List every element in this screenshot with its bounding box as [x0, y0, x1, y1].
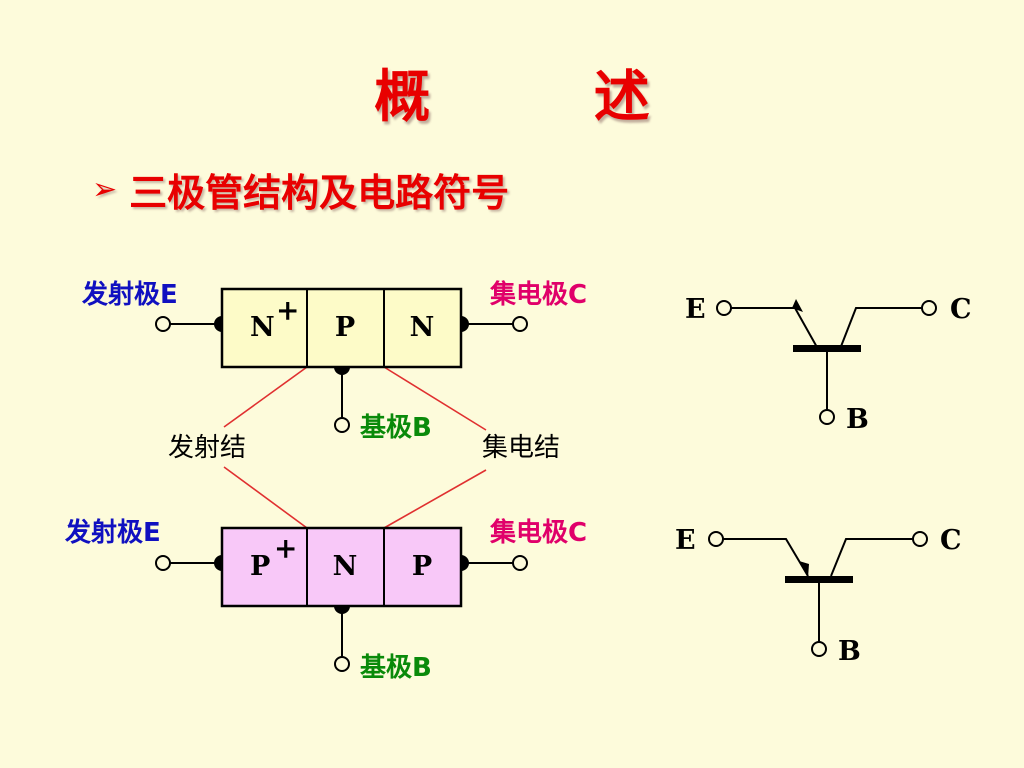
npn-symbol-base-bar — [793, 345, 861, 352]
pnp-base-label: 基极B — [360, 653, 432, 683]
pnp-symbol-e-terminal — [708, 531, 724, 547]
bullet-text: 三极管结构及电路符号 — [129, 170, 510, 215]
pnp-emitter-doping-sup: + — [274, 532, 297, 565]
collector-junction-line-upper — [383, 366, 487, 431]
pnp-symbol-c-terminal — [912, 531, 928, 547]
npn-symbol-b-terminal — [819, 409, 835, 425]
npn-transistor-symbol: E C B — [685, 294, 972, 435]
pnp-emitter-contact — [214, 555, 222, 571]
npn-base-terminal — [334, 417, 350, 433]
pnp-symbol-b-terminal — [811, 641, 827, 657]
npn-emitter-terminal — [155, 316, 171, 332]
npn-structure: 发射极E 集电极C N + P N 基极B 发射结 集电结 — [81, 279, 587, 463]
npn-emitter-doping-sup: + — [276, 294, 299, 327]
npn-symbol-b-label: B — [846, 404, 869, 435]
pnp-collector-contact — [461, 555, 469, 571]
pnp-symbol-collector-lead — [830, 538, 913, 577]
npn-collector-terminal — [512, 316, 528, 332]
npn-region-collector: N — [410, 312, 435, 343]
npn-symbol-e-terminal — [716, 300, 732, 316]
npn-symbol-emitter-arrow — [792, 299, 803, 312]
pnp-symbol-emitter-arrow — [799, 561, 809, 578]
pnp-region-base: N — [333, 551, 358, 582]
pnp-region-collector: P — [412, 551, 432, 582]
npn-emitter-label: 发射极E — [81, 279, 178, 310]
pnp-emitter-label: 发射极E — [64, 517, 161, 548]
pnp-collector-terminal — [512, 555, 528, 571]
pnp-symbol-b-label: B — [838, 636, 861, 667]
slide-title: 概 述 — [374, 65, 722, 130]
collector-junction-line-lower — [383, 469, 487, 529]
emitter-junction-label: 发射结 — [168, 433, 246, 463]
junction-lines — [223, 366, 487, 529]
pnp-collector-label: 集电极C — [489, 517, 587, 548]
npn-symbol-c-label: C — [950, 294, 972, 325]
npn-emitter-contact — [214, 316, 222, 332]
npn-base-label: 基极B — [360, 413, 432, 443]
npn-body — [220, 287, 463, 369]
pnp-region-emitter: P — [250, 551, 270, 582]
bullet-item: ➢ 三极管结构及电路符号 — [92, 164, 510, 215]
npn-collector-label: 集电极C — [489, 279, 587, 310]
pnp-symbol-base-bar — [785, 576, 853, 583]
pnp-symbol-e-label: E — [675, 525, 696, 556]
npn-region-emitter: N — [250, 312, 275, 343]
pnp-symbol-emitter-lead — [723, 538, 809, 577]
npn-symbol-e-label: E — [685, 294, 706, 325]
npn-symbol-emitter-lead — [731, 307, 819, 350]
collector-junction-label: 集电结 — [482, 433, 560, 463]
npn-symbol-c-terminal — [921, 300, 937, 316]
npn-symbol-collector-lead — [839, 307, 922, 350]
pnp-transistor-symbol: E C B — [675, 525, 962, 667]
pnp-emitter-terminal — [155, 555, 171, 571]
pnp-structure: 发射极E 集电极C P + N P 基极B — [64, 517, 587, 683]
arrow-bullet-icon: ➢ — [92, 171, 118, 207]
pnp-base-terminal — [334, 656, 350, 672]
pnp-symbol-c-label: C — [940, 525, 962, 556]
emitter-junction-line-upper — [223, 366, 308, 428]
pnp-body — [220, 526, 463, 608]
emitter-junction-line-lower — [223, 466, 308, 529]
npn-collector-contact — [461, 316, 469, 332]
npn-region-base: P — [335, 312, 355, 343]
